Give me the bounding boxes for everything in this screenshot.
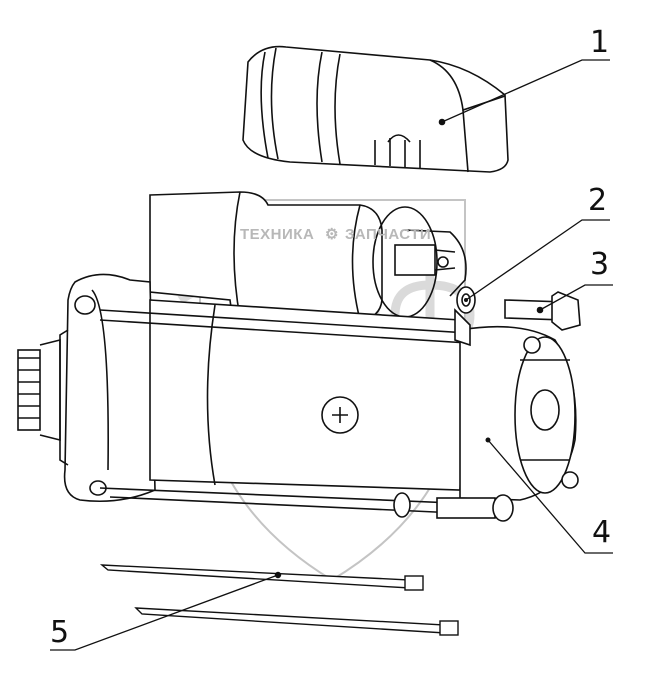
leader-1 xyxy=(441,59,610,123)
callout-2: 2 xyxy=(588,183,608,218)
motor-yoke xyxy=(149,299,470,491)
callout-4: 4 xyxy=(592,515,612,550)
through-bolt-lower xyxy=(99,487,501,516)
part-3-bolt xyxy=(504,291,581,331)
leader-3 xyxy=(539,284,613,311)
part-1-cover-boot xyxy=(242,45,509,173)
watermark-gear-icon: ⚙ xyxy=(325,226,339,243)
callout-3: 3 xyxy=(590,247,610,282)
callout-1: 1 xyxy=(590,25,610,60)
drive-end-housing xyxy=(63,273,156,503)
leader-4 xyxy=(487,439,613,554)
leader-5 xyxy=(50,574,279,651)
leader-lines xyxy=(50,59,613,651)
starter-motor-assembly xyxy=(17,191,579,522)
callout-5: 5 xyxy=(50,615,70,650)
through-bolt-upper xyxy=(99,309,501,346)
part-5-cable-ties xyxy=(99,564,459,636)
watermark-text-right: ЗАПЧАСТИ xyxy=(345,226,432,243)
pinion-gear xyxy=(17,338,61,442)
watermark-text-left: ТЕХНИКА xyxy=(240,226,315,243)
leader-2 xyxy=(465,219,610,301)
